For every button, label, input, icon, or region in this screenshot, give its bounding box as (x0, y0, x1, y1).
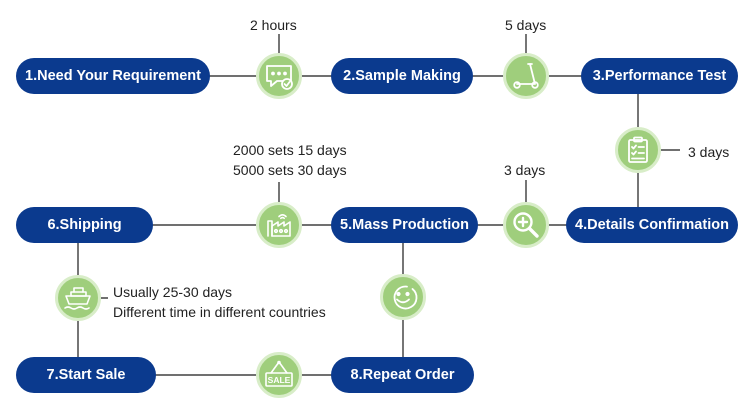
scooter-icon (503, 53, 549, 99)
factory-icon (256, 202, 302, 248)
label-3-days-confirmation: 3 days (504, 162, 546, 178)
sale-sign-text: SALE (268, 375, 291, 385)
step-repeat-order: 8.Repeat Order (331, 357, 474, 393)
chat-check-icon (256, 53, 302, 99)
step-need-requirement: 1.Need Your Requirement (16, 58, 210, 94)
step-sample-making: 2.Sample Making (331, 58, 473, 94)
label-production-2000: 2000 sets 15 days (233, 142, 347, 158)
label-2-hours: 2 hours (250, 17, 297, 33)
step-start-sale: 7.Start Sale (16, 357, 156, 393)
step-details-confirmation: 4.Details Confirmation (566, 207, 738, 243)
step-performance-test: 3.Performance Test (581, 58, 738, 94)
label-5-days: 5 days (505, 17, 547, 33)
label-shipping-time: Usually 25-30 days (113, 284, 233, 300)
label-3-days-test: 3 days (688, 144, 730, 160)
label-shipping-note: Different time in different countries (113, 304, 326, 320)
sale-sign-icon: SALE (256, 352, 302, 398)
ship-icon (55, 275, 101, 321)
checklist-clipboard-icon (615, 127, 661, 173)
smiley-icon (380, 274, 426, 320)
step-mass-production: 5.Mass Production (331, 207, 478, 243)
magnifier-plus-icon (503, 202, 549, 248)
step-shipping: 6.Shipping (16, 207, 153, 243)
label-production-5000: 5000 sets 30 days (233, 162, 347, 178)
